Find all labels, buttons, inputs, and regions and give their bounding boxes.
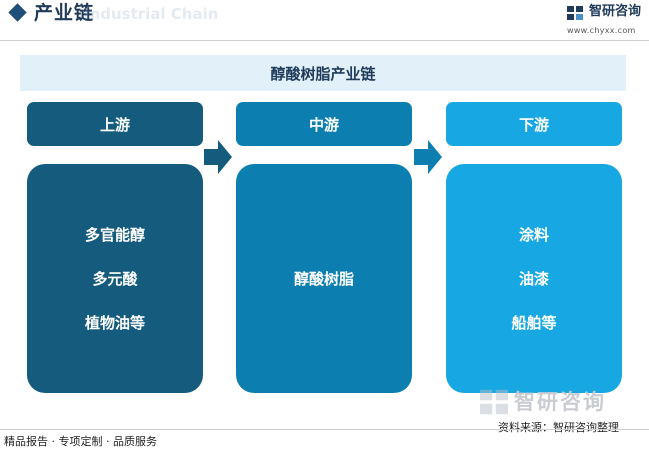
stage-item: 醇酸树脂	[293, 269, 354, 288]
title-diamond-icon	[8, 3, 27, 22]
stage-item: 多官能醇	[84, 225, 145, 244]
stage-body-downstream: 涂料 油漆 船舶等	[446, 164, 622, 393]
watermark-logo-icon	[480, 389, 508, 415]
stage-header-midstream: 中游	[236, 102, 412, 146]
stage-item: 多元酸	[92, 269, 138, 288]
logo-url: www.chyxx.com	[567, 26, 636, 35]
stage-body-midstream: 醇酸树脂	[236, 164, 412, 393]
stage-header-upstream: 上游	[27, 102, 203, 146]
bottom-watermark: 智研咨询	[514, 390, 606, 414]
arrow-right-icon	[414, 140, 442, 174]
logo-text: 智研咨询	[589, 4, 642, 19]
page-title: 产业链	[34, 2, 95, 24]
footer-slogan: 精品报告 · 专项定制 · 品质服务	[4, 435, 157, 448]
stage-item: 油漆	[518, 269, 549, 288]
stage-item: 船舶等	[511, 313, 557, 332]
stage-item: 植物油等	[84, 313, 145, 332]
source-note: 资料来源：智研咨询整理	[498, 421, 619, 434]
footer-divider	[0, 429, 649, 430]
header-watermark: Industrial Chain	[84, 5, 219, 23]
stage-body-upstream: 多官能醇 多元酸 植物油等	[27, 164, 203, 393]
stage-header-downstream: 下游	[446, 102, 622, 146]
diagram-title: 醇酸树脂产业链	[20, 55, 626, 91]
header-divider	[0, 40, 649, 41]
stage-item: 涂料	[518, 225, 549, 244]
arrow-right-icon	[204, 140, 232, 174]
logo-icon	[567, 6, 583, 20]
